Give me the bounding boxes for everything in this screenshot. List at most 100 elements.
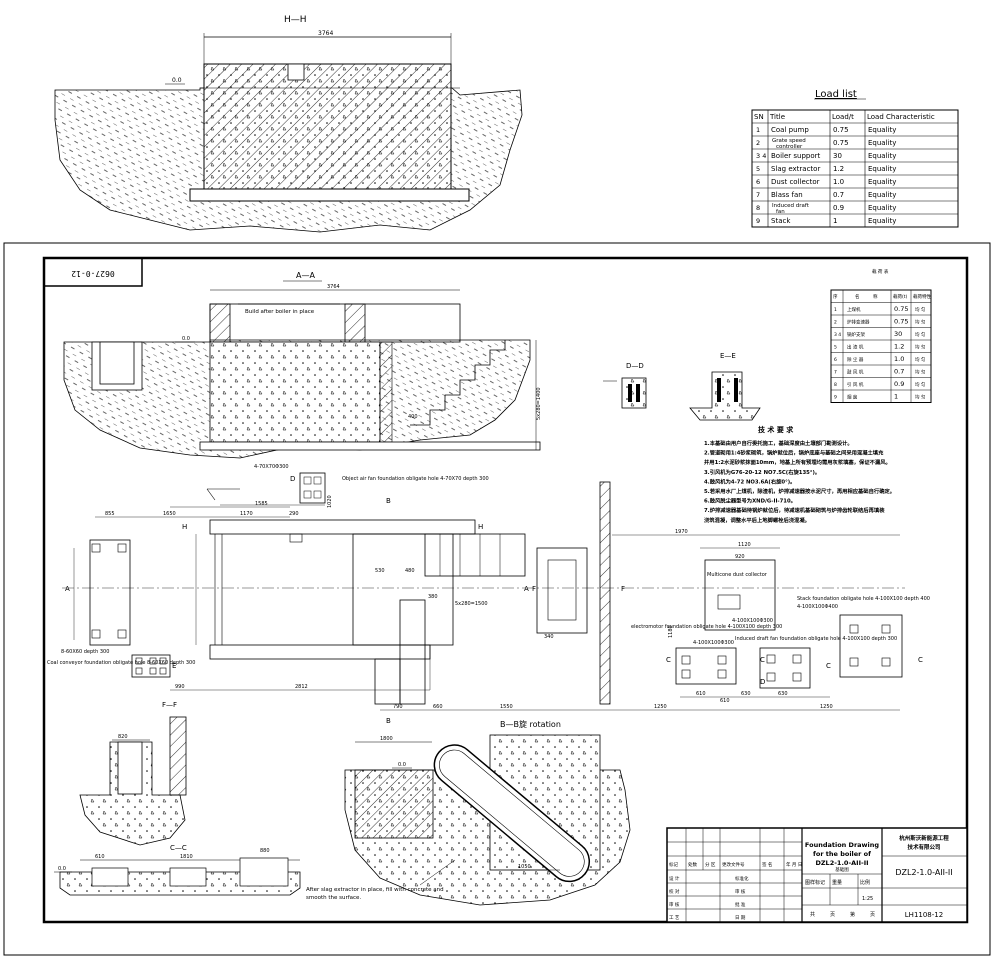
tb-subtitle: 基础图 bbox=[835, 866, 849, 873]
plan-view: A A B B H H F F E D C C C C D bbox=[47, 464, 930, 725]
tb-stage-1: 图样标记 bbox=[805, 879, 825, 886]
load-list-cell: Boiler support bbox=[771, 152, 821, 160]
section-aa-dim: 3764 bbox=[327, 284, 340, 290]
section-bb-note-1: After slag extractor in place, fill with… bbox=[306, 887, 444, 893]
plan-note-conveyor: Coal conveyor foundation obligate hole 8… bbox=[47, 660, 195, 666]
section-cc: C—C 0.0 610 1810 880 bbox=[54, 844, 301, 896]
plan-note-air-fan: Object air fan foundation obligate hole … bbox=[342, 476, 489, 482]
small-table-cell: 锅炉支架 bbox=[847, 331, 865, 338]
section-bb-dim-bottom: 1050 bbox=[518, 864, 531, 870]
load-list-cell: Dust collector bbox=[771, 178, 820, 186]
small-table-cell: 均 匀 bbox=[915, 319, 926, 326]
tb-sheet-1: 共 bbox=[810, 911, 815, 918]
load-list-cell: Equality bbox=[868, 139, 896, 147]
plan-dim-1180: 1180 bbox=[668, 625, 674, 638]
plan-dim-1585: 1585 bbox=[255, 501, 268, 507]
tb-role-4: 工 艺 bbox=[669, 915, 680, 921]
plan-dim-610-b: 610 bbox=[720, 698, 730, 704]
section-cc-title: C—C bbox=[170, 844, 187, 852]
stamp-number: 0627-0-12 bbox=[71, 269, 115, 278]
tech-req-title: 技 术 要 求 bbox=[758, 425, 794, 434]
section-aa-foundation bbox=[210, 342, 380, 442]
section-dd: D—D bbox=[603, 362, 647, 409]
load-list-cell: 1 bbox=[756, 126, 760, 134]
load-list-title: Load list bbox=[815, 89, 857, 100]
plan-dim-630-a: 630 bbox=[741, 691, 751, 697]
plan-label-f-left: F bbox=[532, 585, 536, 593]
tech-req-line: 并用1:2水泥砂浆抹面10mm，地基上所有预埋均需用灰浆填塞，保证不漏风。 bbox=[704, 458, 891, 466]
section-dd-title: D—D bbox=[626, 362, 644, 370]
section-ee-title: E—E bbox=[720, 352, 736, 360]
load-list-cell: Equality bbox=[868, 126, 896, 134]
plan-stack-foundation bbox=[839, 614, 903, 678]
section-bb-level: 0.0 bbox=[398, 762, 406, 768]
tb-sheet-4: 页 bbox=[870, 912, 875, 918]
small-table-cell: 0.75 bbox=[894, 318, 908, 326]
section-ff: F—F 820 bbox=[79, 701, 187, 846]
tech-req-line: 2.管道砌用1:4砂浆砌筑，锅炉就位后，锅炉底座与基础之间采用混凝土填充 bbox=[704, 449, 884, 457]
plan-label-c-2: C bbox=[918, 656, 923, 664]
load-list-cell: Slag extractor bbox=[771, 165, 820, 173]
load-list-cell: 0.75 bbox=[833, 139, 849, 147]
plan-conveyor-foundation bbox=[89, 539, 131, 646]
plan-label-f-right: F bbox=[621, 585, 625, 593]
small-table-header: 称 bbox=[873, 293, 878, 300]
tb-company-2: 技术有限公司 bbox=[907, 843, 940, 851]
plan-label-e: E bbox=[172, 662, 176, 670]
plan-dim-920: 920 bbox=[735, 554, 745, 560]
load-list-cell: 0.75 bbox=[833, 126, 849, 134]
small-table-cell: 均 匀 bbox=[915, 331, 926, 338]
tb-model: DZL2-1.0-AII-II bbox=[895, 868, 952, 877]
small-table-cell: 引 风 机 bbox=[847, 381, 864, 388]
small-table-cell: 鼓 风 机 bbox=[847, 369, 864, 376]
load-list-cell: Coal pump bbox=[771, 126, 809, 134]
section-cc-dim-2: 1810 bbox=[180, 854, 193, 860]
plan-slag-pit bbox=[374, 658, 401, 705]
load-list-cell: 6 bbox=[756, 178, 760, 186]
tb-scale: 1:25 bbox=[862, 896, 873, 902]
small-table-cell: 均 匀 bbox=[915, 356, 926, 363]
section-ff-dim: 820 bbox=[118, 734, 128, 740]
section-hh-base-slab bbox=[189, 188, 470, 202]
section-bb-title: B—B旋 rotation bbox=[500, 719, 561, 729]
tb-row-label-5: 签 名 bbox=[762, 861, 772, 868]
plan-stairs bbox=[424, 533, 526, 577]
plan-dim-1250-a: 1250 bbox=[654, 704, 667, 710]
tb-row-label-3: 分 区 bbox=[705, 861, 716, 868]
plan-label-a-left: A bbox=[65, 585, 70, 593]
load-list-cell: Equality bbox=[868, 178, 896, 186]
section-hh-notch bbox=[287, 63, 305, 81]
load-list-cell: 0.9 bbox=[833, 204, 844, 212]
plan-dim-1650: 1650 bbox=[163, 511, 176, 517]
section-aa-dim-400: 400 bbox=[408, 414, 418, 420]
tech-req-line: 4.鼓风机为4-72 NO3.6A(右旋0°)。 bbox=[704, 477, 795, 485]
small-table-cell: 均 匀 bbox=[915, 369, 926, 376]
tech-req-line: 5.若采用水厂上煤机，除渣机，炉排减速器按水泥尺寸，再用相应基础自行确定。 bbox=[704, 487, 895, 495]
plan-dim-340: 340 bbox=[544, 634, 554, 640]
tb-drawing-no: LH1108-12 bbox=[905, 911, 943, 919]
section-hh-title: H—H bbox=[284, 15, 307, 25]
load-list-cell: Equality bbox=[868, 204, 896, 212]
sheet-inner-border bbox=[42, 256, 969, 924]
tb-sheet-3: 第 bbox=[850, 911, 855, 918]
section-bb-note-2: smooth the surface. bbox=[306, 895, 361, 901]
plan-label-c-4: C bbox=[760, 656, 765, 664]
plan-dim-1250-b: 1250 bbox=[820, 704, 833, 710]
plan-dim-380: 380 bbox=[428, 594, 438, 600]
load-list-cell: 3 4 bbox=[756, 152, 766, 160]
section-hh: H—H 3764 0.0 bbox=[54, 15, 523, 233]
small-table-cell: 0.9 bbox=[894, 380, 904, 388]
load-list-header-3: Load Characteristic bbox=[867, 113, 935, 121]
plan-dim-855: 855 bbox=[105, 511, 115, 517]
load-list-cell: controller bbox=[776, 144, 803, 150]
section-aa-stairs bbox=[410, 340, 506, 426]
plan-dim-1550: 1550 bbox=[500, 704, 513, 710]
small-table-cell: 2 bbox=[834, 320, 837, 326]
load-list-cell: 7 bbox=[756, 191, 760, 199]
tech-requirements: 技 术 要 求 1.本基础由用户自行委托施工，基础深度由土壤部门勘测设计。2.管… bbox=[704, 425, 895, 524]
plan-air-fan-box bbox=[299, 472, 326, 504]
section-aa-level: 0.0 bbox=[182, 336, 190, 342]
small-table-cell: 6 bbox=[834, 357, 837, 363]
